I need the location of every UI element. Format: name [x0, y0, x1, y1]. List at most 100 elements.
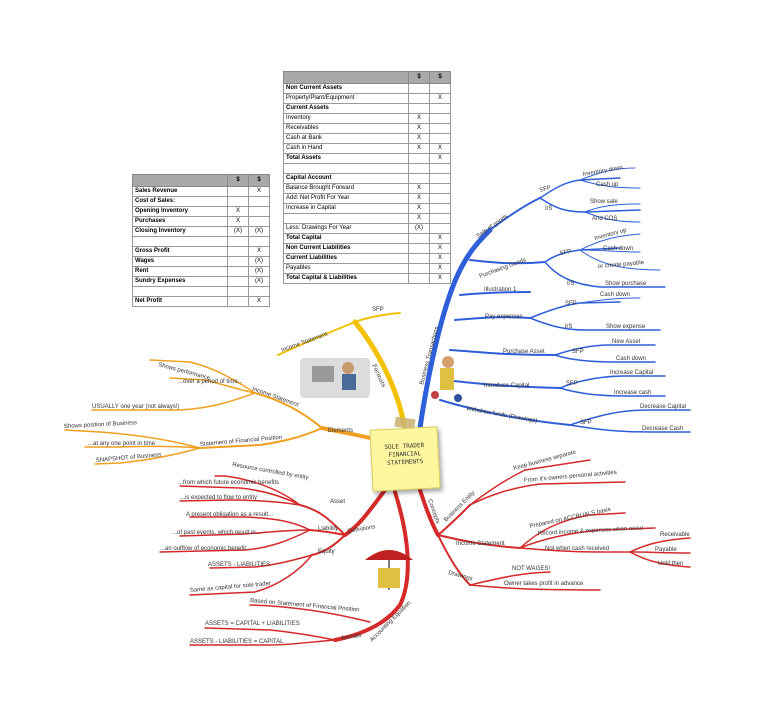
row-amount — [408, 243, 430, 254]
formats-income-statement: Income Statement — [281, 331, 329, 353]
row-label: Add: Net Profit For Year — [283, 193, 409, 204]
pg-cash-down: Cash down — [603, 246, 633, 252]
row-amount — [227, 286, 249, 297]
table-row: Cost of Sales: — [132, 196, 270, 207]
row-amount: X — [429, 263, 451, 274]
row-amount: X — [248, 246, 270, 257]
pg-create-payable: or create payable — [598, 260, 645, 270]
row-label: Purchases — [132, 216, 228, 227]
row-label: Current Liabilities — [283, 253, 409, 264]
row-label: Closing Inventory — [132, 226, 228, 237]
row-amount: X — [248, 186, 270, 197]
formats-sfp: SFP — [372, 307, 384, 313]
ae-formats-label: formats — [341, 633, 362, 642]
def-equity: Equity — [318, 549, 335, 555]
sog-is: I/S — [545, 206, 552, 212]
pg-sfp: SFP — [559, 249, 572, 257]
row-amount: (X) — [248, 256, 270, 267]
table-row: Non Current Assets — [283, 83, 451, 94]
receivable-label: Receivable — [660, 532, 690, 538]
row-amount — [429, 213, 451, 224]
row-label: Current Assets — [283, 103, 409, 114]
drawings-not-wages: NOT WAGES! — [512, 566, 550, 572]
row-label: Increase in Capital — [283, 203, 409, 214]
row-label: Net Profit — [132, 296, 228, 307]
pe-show-expense: Show expense — [606, 324, 646, 330]
row-label — [283, 213, 409, 224]
ic-increase-cash: Increase cash — [614, 390, 651, 396]
pa-cash-down: Cash down — [616, 356, 646, 362]
drawings-owner-takes: Owner takes profit in advance — [504, 581, 584, 587]
sfp-snapshot: SNAPSHOT of Business — [96, 452, 162, 464]
table-row: Capital Account — [283, 173, 451, 184]
is-not-when-cash: Not when cash received — [545, 546, 609, 552]
row-amount: X — [408, 143, 430, 154]
ic-sfp: SFP — [566, 381, 578, 387]
pg-show-purchase: Show purchase — [605, 281, 647, 287]
branch-accounting-equation — [189, 490, 410, 646]
until-then-label: Until then — [658, 561, 683, 567]
row-amount: X — [429, 233, 451, 244]
row-amount: (X) — [248, 226, 270, 237]
row-amount — [408, 93, 430, 104]
row-amount: X — [227, 216, 249, 227]
row-label: Gross Profit — [132, 246, 228, 257]
row-amount — [429, 103, 451, 114]
table-row — [283, 163, 451, 174]
table-row: Rent(X) — [132, 266, 270, 277]
row-amount: X — [408, 203, 430, 214]
sfp-any-point: ...at any one point in time — [88, 441, 156, 447]
row-label: Cash at Bank — [283, 133, 409, 144]
sfp-shows-position: Shows position of Business — [64, 420, 137, 430]
row-amount: (X) — [248, 276, 270, 287]
row-amount: (X) — [408, 223, 430, 234]
sog-inventory-down: Inventory down — [582, 165, 623, 178]
equity-same-capital: Same as capital for sole trader — [190, 581, 272, 594]
ic-increase-capital: Increase Capital — [610, 370, 653, 376]
row-label: Wages — [132, 256, 228, 267]
table-row: Sundry Expenses (X) — [132, 276, 270, 287]
row-amount — [248, 286, 270, 297]
purchase-asset: Purchase Asset — [503, 349, 545, 355]
pe-is: I/S — [565, 324, 572, 330]
row-amount — [248, 206, 270, 217]
def-liability: Liability — [318, 526, 338, 532]
withdraw-funds: Withdraw funds (Drawings) — [466, 406, 538, 424]
row-amount — [429, 193, 451, 204]
income-table-header: $ $ — [132, 174, 270, 187]
table-row: X — [283, 213, 451, 224]
sog-cash-up: Cash up — [596, 182, 619, 188]
branch-business-transactions — [417, 167, 691, 433]
elements-label: Elements — [328, 428, 353, 434]
row-amount — [429, 113, 451, 124]
row-amount: X — [429, 93, 451, 104]
row-amount — [227, 196, 249, 207]
sog-show-sale: Show sale — [590, 199, 618, 205]
row-amount: X — [408, 113, 430, 124]
wf-decrease-cash: Decrease Cash — [642, 426, 683, 432]
row-label: Sundry Expenses — [132, 276, 228, 287]
central-topic-note: SOLE TRADER FINANCIAL STATEMENTS — [369, 426, 441, 492]
wf-decrease-capital: Decrease Capital — [640, 404, 686, 410]
row-label: Cash in Hand — [283, 143, 409, 154]
row-amount: X — [429, 253, 451, 264]
row-amount: X — [408, 133, 430, 144]
row-amount — [408, 173, 430, 184]
asset-flow: ...is expected to flow to entity — [180, 495, 257, 501]
row-amount — [408, 153, 430, 164]
row-amount: X — [408, 123, 430, 134]
sog-sfp: SFP — [539, 185, 552, 194]
sfp-header-2: $ — [429, 71, 451, 84]
row-label — [132, 286, 228, 297]
wf-sfp: SFP — [580, 420, 592, 426]
row-label: Capital Account — [283, 173, 409, 184]
